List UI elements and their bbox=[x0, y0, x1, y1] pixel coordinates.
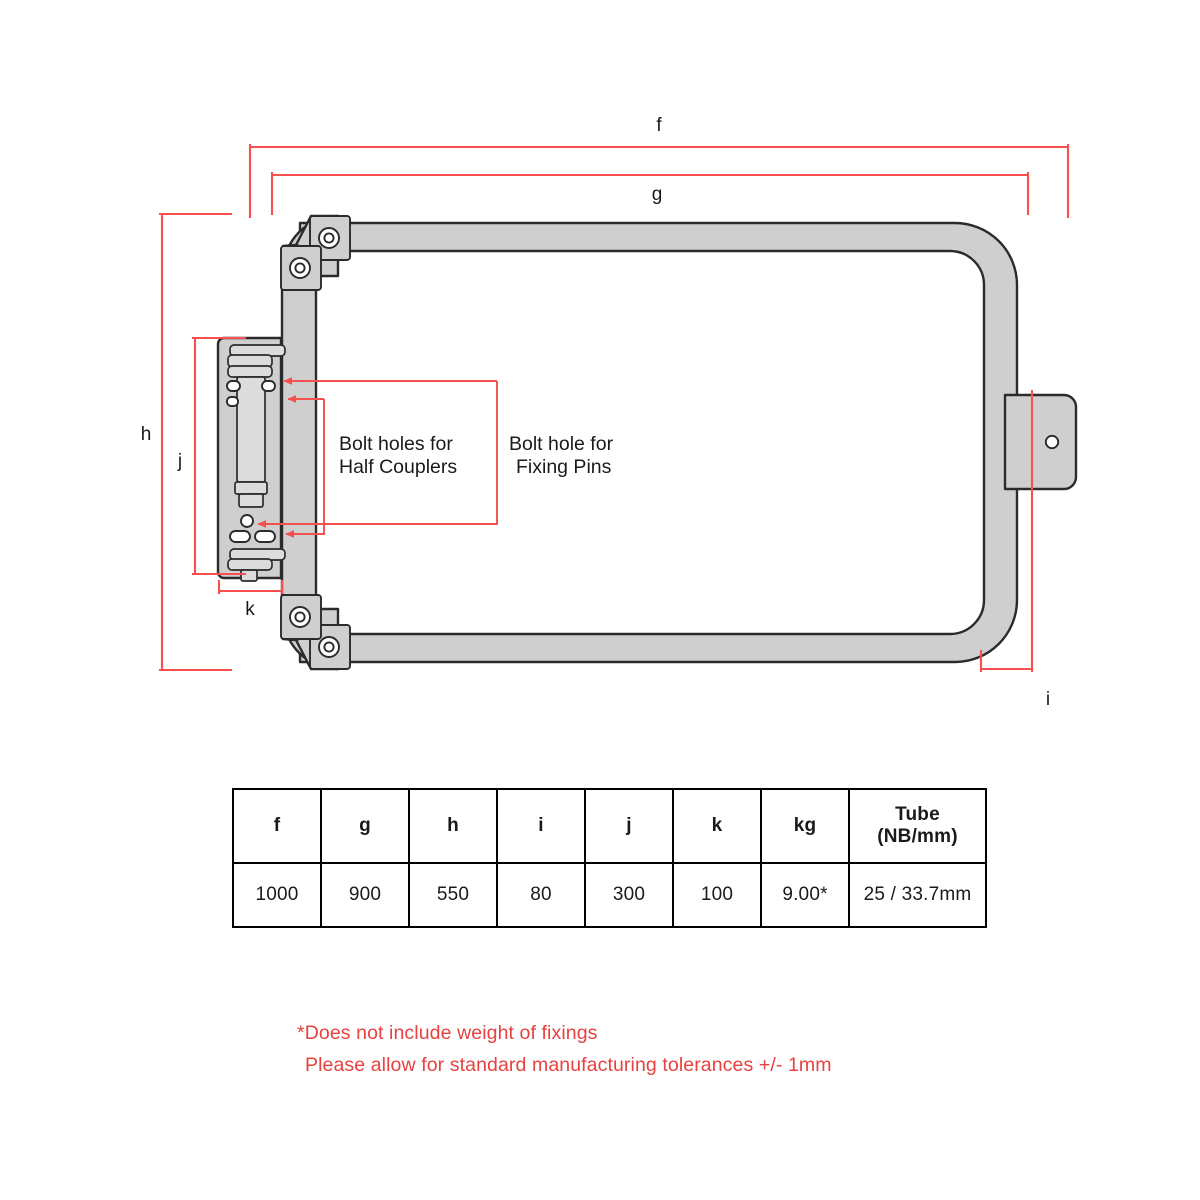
bolt-slot-mid-left bbox=[226, 396, 239, 407]
header-cell-kg: kg bbox=[760, 788, 850, 864]
fixing-pin-hole bbox=[240, 514, 254, 528]
dimension-f: f bbox=[248, 115, 1070, 218]
mounting-bracket-assembly bbox=[216, 336, 286, 582]
dimension-label-h: h bbox=[141, 424, 152, 445]
footnote-tolerance: Please allow for standard manufacturing … bbox=[305, 1053, 832, 1076]
dimension-label-j: j bbox=[177, 451, 182, 472]
leader-half-couplers: Bolt holes for Half Couplers bbox=[285, 395, 457, 538]
value-cell-k: 100 bbox=[672, 862, 762, 928]
elbow-tl-bolt-b-inner bbox=[294, 262, 306, 274]
latch-tab-hole bbox=[1044, 434, 1060, 450]
dimension-j: j bbox=[177, 336, 246, 576]
header-cell-tube-line1: Tube bbox=[895, 804, 940, 826]
dimension-h: h bbox=[141, 212, 232, 672]
gate-technical-drawing: .metal { fill: #cfcfcf; stroke: #2b2b2b;… bbox=[141, 115, 1078, 710]
annotation-half-couplers-line1: Bolt holes for bbox=[339, 433, 453, 455]
footnote-weight: *Does not include weight of fixings bbox=[297, 1022, 598, 1044]
value-cell-kg: 9.00* bbox=[760, 862, 850, 928]
elbow-bl-bolt-b-inner bbox=[294, 611, 306, 623]
bracket-pin-washer bbox=[234, 481, 268, 495]
value-cell-i: 80 bbox=[496, 862, 586, 928]
dimension-label-f: f bbox=[656, 115, 662, 136]
bolt-slot-upper-right bbox=[261, 380, 276, 392]
specification-table: f g h i j k kg Tube (NB/mm) 1000 900 550… bbox=[232, 788, 987, 928]
value-cell-g: 900 bbox=[320, 862, 410, 928]
leader-half-couplers-lower-path bbox=[290, 399, 325, 535]
latch-tab-right bbox=[1003, 393, 1078, 491]
dimension-label-g: g bbox=[652, 184, 663, 205]
annotation-fixing-pins-line1: Bolt hole for bbox=[509, 433, 614, 455]
annotation-half-couplers-line2: Half Couplers bbox=[339, 456, 457, 478]
header-cell-tube: Tube (NB/mm) bbox=[848, 788, 987, 864]
dimension-i: i bbox=[979, 390, 1050, 710]
bolt-slot-upper-left bbox=[226, 380, 241, 392]
leader-fixing-pins: Bolt hole for Fixing Pins bbox=[257, 377, 614, 528]
gate-tube-outline bbox=[298, 221, 1019, 664]
gate-left-post bbox=[280, 246, 318, 640]
header-cell-i: i bbox=[496, 788, 586, 864]
header-cell-h: h bbox=[408, 788, 498, 864]
leader-fixing-pins-lower-path bbox=[288, 381, 498, 525]
bracket-pin-body bbox=[236, 376, 266, 483]
header-cell-f: f bbox=[232, 788, 322, 864]
elbow-fitting-bottom-left bbox=[280, 594, 351, 671]
dimension-label-i: i bbox=[1046, 689, 1050, 710]
annotation-fixing-pins-line2: Fixing Pins bbox=[516, 456, 612, 478]
bracket-lower-clamp-collar bbox=[227, 558, 273, 571]
bracket-upper-clamp-collar-b bbox=[227, 365, 273, 378]
dimension-g: g bbox=[270, 172, 1030, 215]
header-cell-tube-line2: (NB/mm) bbox=[877, 826, 958, 847]
half-coupler-slot-left bbox=[229, 530, 251, 543]
footnotes: *Does not include weight of fixings Plea… bbox=[297, 1018, 832, 1081]
dimension-k: k bbox=[217, 580, 284, 620]
value-cell-j: 300 bbox=[584, 862, 674, 928]
elbow-fitting-top-left bbox=[280, 214, 351, 291]
latch-tab-plate bbox=[1003, 393, 1078, 491]
header-cell-j: j bbox=[584, 788, 674, 864]
elbow-bl-bolt-a-inner bbox=[323, 641, 335, 653]
value-cell-h: 550 bbox=[408, 862, 498, 928]
value-cell-tube: 25 / 33.7mm bbox=[848, 862, 987, 928]
half-coupler-slot-right bbox=[254, 530, 276, 543]
specification-table-wrapper: f g h i j k kg Tube (NB/mm) 1000 900 550… bbox=[232, 788, 987, 928]
header-cell-k: k bbox=[672, 788, 762, 864]
table-value-row: 1000 900 550 80 300 100 9.00* 25 / 33.7m… bbox=[232, 862, 987, 928]
bracket-lower-bolt-head bbox=[240, 569, 258, 582]
value-cell-f: 1000 bbox=[232, 862, 322, 928]
dimension-label-k: k bbox=[245, 599, 255, 620]
bracket-pin-nut bbox=[238, 493, 264, 508]
header-cell-g: g bbox=[320, 788, 410, 864]
table-header-row: f g h i j k kg Tube (NB/mm) bbox=[232, 788, 987, 864]
elbow-tl-bolt-a-inner bbox=[323, 232, 335, 244]
